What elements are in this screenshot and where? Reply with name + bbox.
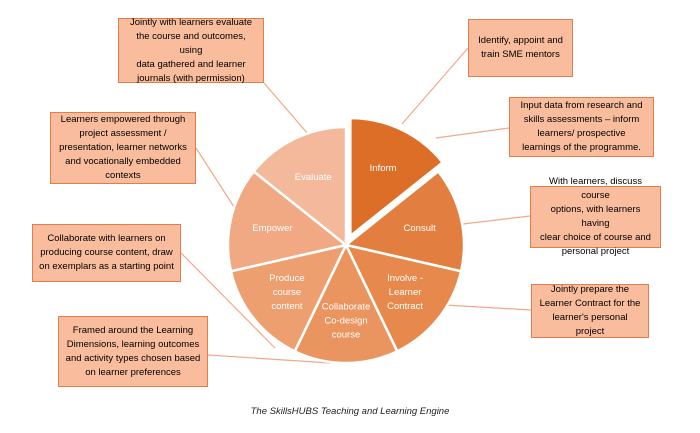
box-line: Learners empowered through [60, 114, 186, 125]
segment-slice [293, 242, 399, 365]
box-line: With learners, discuss course [549, 176, 642, 201]
box-consult-detail: With learners, discuss course options, w… [530, 176, 661, 257]
connector-line [207, 354, 331, 364]
box-evaluate-detail: Jointly with learners evaluate the cours… [118, 16, 264, 84]
box-line: on exemplars as a starting point [39, 261, 174, 272]
box-empower-detail: Learners empowered through project asses… [50, 112, 196, 184]
segment-slice [229, 243, 349, 353]
connector-line [462, 215, 531, 225]
connector-line [435, 127, 510, 139]
box-line: on learner preferences [85, 366, 181, 378]
box-line: the course and outcomes, using [136, 30, 246, 56]
connector-line [180, 252, 276, 349]
box-inform-detail: Input data from research and skills asse… [509, 97, 654, 157]
box-line: personal project [561, 246, 630, 257]
segment-label: Inform [370, 163, 397, 174]
box-line: Input data from research and [520, 100, 643, 111]
box-line: Identify, appoint and [478, 35, 563, 46]
segment-label: Consult [404, 223, 437, 234]
box-line: journals (with permission) [137, 72, 245, 84]
box-line: Framed around the Learning [72, 324, 194, 336]
box-line: contexts [105, 170, 141, 181]
box-line: Collaborate with learners on [47, 233, 166, 244]
box-line: train SME mentors [481, 49, 560, 60]
segment-slice [349, 116, 445, 239]
box-line: skills assessments – inform [523, 114, 640, 125]
box-line: learner's personal project [552, 312, 628, 337]
box-co-design-detail: Framed around the Learning Dimensions, l… [58, 316, 208, 387]
segment-label: Empower [252, 223, 292, 234]
box-learner-contract-detail: Jointly prepare the Learner Contract for… [531, 284, 649, 338]
box-line: and activity types chosen based [65, 352, 201, 364]
box-line: clear choice of course and [540, 232, 651, 243]
box-line: learnings of the programme. [522, 142, 641, 153]
box-line: project assessment / [79, 128, 167, 139]
wheel-segment: Consult [343, 169, 466, 273]
box-line: learners/ prospective [537, 128, 626, 139]
box-line: Jointly prepare the [550, 284, 630, 295]
connector-line [444, 304, 532, 311]
segment-slice [226, 169, 349, 273]
box-line: Jointly with learners evaluate [130, 16, 252, 28]
wheel-segment: Evaluate [251, 125, 348, 248]
diagram-caption: The SkillsHUBS Teaching and Learning Eng… [250, 406, 450, 417]
segment-slice [343, 243, 463, 353]
box-line: options, with learners having [550, 204, 641, 229]
box-line: and vocationally embedded [65, 156, 181, 167]
segment-slice [343, 169, 466, 273]
segment-label: Evaluate [295, 172, 332, 183]
box-identify-mentors: Identify, appoint and train SME mentors [468, 19, 573, 77]
wheel-segment: Inform [349, 116, 445, 239]
connector-line [195, 147, 237, 211]
wheel-segment: Empower [226, 169, 349, 273]
box-produce-content-detail: Collaborate with learners on producing c… [32, 224, 181, 282]
box-line: producing course content, draw [40, 247, 173, 258]
box-line: data gathered and learner [136, 58, 246, 70]
segment-slice [251, 125, 348, 248]
box-line: Learner Contract for the [539, 298, 641, 309]
box-line: Dimensions, learning outcomes [66, 338, 200, 350]
connector-line [401, 47, 469, 125]
connector-line [263, 82, 309, 135]
box-line: presentation, learner networks [59, 142, 187, 153]
